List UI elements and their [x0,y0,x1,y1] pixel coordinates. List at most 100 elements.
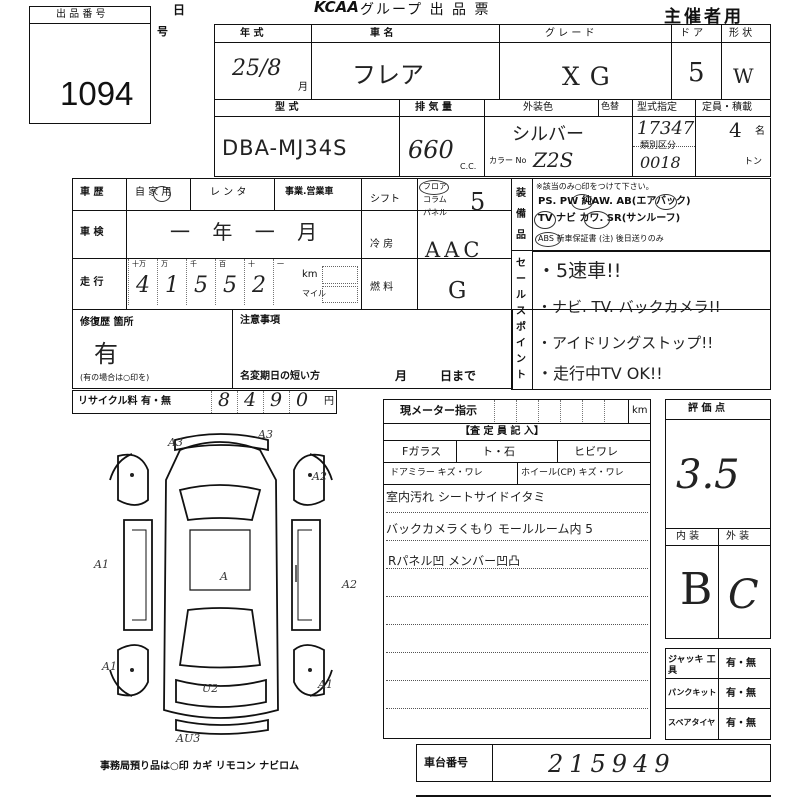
equipment-circle-pw [571,194,593,210]
class-label: 類別区分 [640,141,677,151]
body-value: W [733,64,754,88]
exterior-value: C [728,572,759,618]
sales-points-label: セールスポイント [516,258,526,381]
wheel-label: ホイール(CP) キズ・ワレ [521,468,624,478]
capacity-label: 定員・積載 [702,102,752,113]
grade-label: 評 価 点 [688,403,725,414]
equipment-circle-ab [655,194,677,210]
recycle-digit-cell [289,391,315,413]
inspection-label: 車 検 [80,227,104,238]
recycle-digit-cell [263,391,289,413]
mileage-digit-cell [215,259,244,305]
mileage-digit: 5 [194,273,208,298]
damage-mark-rear-glass: U2 [202,682,218,695]
mileage-digit-label: 千 [190,260,197,268]
mirror-label: ドアミラー キズ・ワレ [390,468,483,478]
year-value: 25/8 [232,56,282,81]
inspector-box [383,399,651,739]
deadline-month: 月 [395,369,408,383]
mileage-digit-label: 十万 [132,260,146,268]
shift-opt-column: コラム [423,195,447,204]
color-value: シルバー [512,124,584,145]
equipment-circle-tv [534,211,556,229]
inspector-note-line [386,512,648,513]
color-label: 外装色 [523,102,553,113]
inspector-note-1: 室内汚れ シートサイドイタミ [386,490,546,504]
recycle-label: リサイクル料 有・無 [78,396,171,407]
spare-value: 有・無 [726,718,756,729]
chassis-box [416,744,771,782]
damage-mark-left-rear: A1 [101,660,117,673]
mileage-digit-cell [244,259,273,305]
type-label: 型式指定 [637,102,677,113]
mileage-digit-label: 万 [161,260,168,268]
puncture-value: 有・無 [726,688,756,699]
mileage-digit-cell [157,259,186,305]
glass-label: Fガラス [402,445,442,458]
organizer-label: 主催者用 [664,7,744,27]
history-label: 車 歴 [80,187,104,198]
recycle-box [72,390,337,414]
repair-label: 修復歴 箇所 [80,317,134,328]
recycle-digit: 8 [218,389,231,411]
capacity-value: 4 [729,118,742,142]
shift-circle-mark [419,180,449,195]
mile-label: マイル [302,289,326,298]
equipment-label: 装備品 [516,188,526,241]
inspector-note-line [386,568,648,569]
history-opt-rental: レ ン タ [210,187,247,198]
mileage-label: 走 行 [80,277,104,288]
repair-value: 有 [94,340,118,368]
spare-label: スペアタイヤ [668,718,716,727]
damage-mark-roof: A [219,570,228,583]
glass-opt-crack: ヒビワレ [574,445,618,458]
mileage-digit: 4 [136,273,150,298]
shift-opt-panel: パネル [423,208,447,217]
fuel-value: G [448,278,467,304]
recycle-digit: 0 [296,389,309,411]
doors-value: 5 [688,58,705,88]
engine-label: 排 気 量 [415,102,452,113]
deadline-label: 名変期日の短い方 [240,371,320,382]
year-label: 年 式 [240,28,264,39]
engine-value: 660 [408,136,454,164]
equipment-circle-navi [584,211,610,229]
lot-number-label: 出 品 番 号 [56,9,106,20]
name-label: 車 名 [370,28,394,39]
inspector-note-line [386,624,648,625]
meter-label: 現メーター指示 [400,404,477,417]
grade-box [665,399,771,639]
day-mark: 日 [173,3,186,17]
interior-value: B [680,564,713,615]
ac-label: 冷 房 [370,239,394,250]
mileage-digit: 5 [223,273,237,298]
mileage-digit-cell [128,259,157,305]
fuel-label: 燃 料 [370,282,394,293]
number-mark: 号 [157,25,168,38]
grade-label: グ レ ー ド [545,28,595,39]
inspector-note-3: Rパネル凹 メンバー凹凸 [388,554,521,568]
vehicle-info-table [214,24,771,177]
history-opt-business: 事業.営業車 [285,187,334,197]
equipment-row-1: PS. PW 純AW. AB(エアバック) [538,196,691,207]
damage-mark-right-door: A2 [341,578,357,591]
inspector-note-line [386,652,648,653]
tools-box [665,648,771,740]
inspector-note-line [386,540,648,541]
form-title: グループ 出 品 票 [360,2,491,18]
doors-label: ド ア [680,28,704,39]
mileage-digit-label: 十 [248,260,255,268]
model-label: 型 式 [275,102,299,113]
ac-value: AAC [425,238,484,262]
meter-unit: km [632,405,648,416]
repair-box [72,309,513,389]
chassis-value: 215949 [548,750,676,778]
mileage-digit: 1 [165,273,179,298]
inspection-value: 一 年 一 月 [170,220,326,244]
mileage-digit-label: 一 [277,260,284,268]
mileage-digit: 2 [252,273,266,298]
interior-label: 内 装 [676,531,700,542]
grade-value: 3.5 [676,452,740,498]
equipment-note: ※該当のみ○印をつけて下さい。 [536,182,654,191]
glass-opt-stone: ト・石 [482,445,515,458]
